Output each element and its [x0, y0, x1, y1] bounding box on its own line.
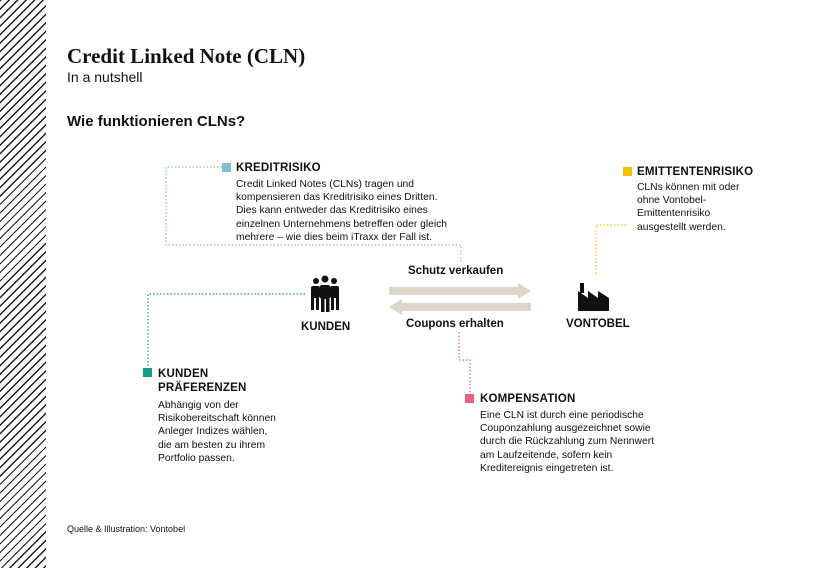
page-title: Credit Linked Note (CLN) [67, 44, 306, 68]
label-line: PRÄFERENZEN [158, 382, 247, 394]
arrow-left [389, 299, 531, 315]
kreditrisiko-label: KREDITRISIKO [236, 162, 321, 174]
factory-icon [578, 283, 609, 311]
text-line: einzelnen Unternehmens betreffen oder gl… [236, 218, 448, 230]
kreditrisiko-connector [165, 166, 462, 262]
arrow-right [389, 283, 531, 299]
label-line: KUNDEN [158, 368, 209, 380]
emittentenrisiko-connector [595, 224, 626, 276]
flow-label-top: Schutz verkaufen [408, 265, 504, 277]
text-line: CLNs können mit oder [637, 182, 740, 193]
text-line: Dies kann entweder das Kreditrisiko eine… [236, 205, 428, 217]
emittentenrisiko-label: EMITTENTENRISIKO [637, 166, 754, 178]
text-line: ohne Vontobel- [637, 195, 707, 207]
decorative-stripes [0, 0, 46, 568]
text-line: mehrere – wie dies beim iTraxx der Fall … [236, 231, 432, 243]
text-line: durch die Rückzahlung zum Nennwert [480, 436, 654, 448]
source-note: Quelle & Illustration: Vontobel [67, 524, 186, 534]
kunden-praeferenzen-connector [147, 293, 305, 368]
text-line: Credit Linked Notes (CLNs) tragen und [236, 179, 414, 190]
text-line: Couponzahlung ausgezeichnet sowie [480, 423, 651, 435]
text-line: Kreditereignis eingetreten ist. [480, 462, 614, 474]
kompensation-text: Eine CLN ist durch eine periodische Coup… [480, 409, 654, 475]
text-line: Risikobereitschaft können [158, 413, 276, 425]
section-heading: Wie funktionieren CLNs? [67, 113, 246, 130]
kunden-praeferenzen-marker [143, 368, 152, 377]
kunden-praeferenzen-text: Abhängig von der Risikobereitschaft könn… [158, 399, 276, 465]
text-line: am Laufzeitende, sofern kein [480, 449, 613, 461]
text-line: die am besten zu ihrem [158, 439, 266, 451]
kreditrisiko-marker [222, 163, 231, 172]
text-line: Abhängig von der [158, 400, 239, 411]
emittentenrisiko-text: CLNs können mit oder ohne Vontobel- Emit… [637, 181, 739, 234]
text-line: kompensieren das Kreditrisiko eines Drit… [236, 192, 438, 204]
text-line: Anleger Indizes wählen, [158, 426, 268, 438]
kunden-praeferenzen-label: KUNDEN PRÄFERENZEN [158, 367, 246, 395]
emittentenrisiko-marker [623, 167, 632, 176]
kompensation-marker [465, 394, 474, 403]
page-subtitle: In a nutshell [67, 69, 143, 85]
kompensation-label: KOMPENSATION [480, 393, 576, 405]
kunden-label: KUNDEN [301, 321, 351, 333]
text-line: ausgestellt werden. [637, 221, 726, 233]
text-line: Portfolio passen. [158, 452, 235, 464]
people-group-icon [311, 275, 339, 312]
kompensation-connector [458, 332, 471, 392]
text-line: Eine CLN ist durch eine periodische [480, 410, 644, 421]
vontobel-label: VONTOBEL [566, 318, 630, 330]
text-line: Emittentenrisiko [637, 208, 711, 220]
flow-label-bottom: Coupons erhalten [406, 318, 504, 330]
kreditrisiko-text: Credit Linked Notes (CLNs) tragen und ko… [236, 178, 447, 244]
